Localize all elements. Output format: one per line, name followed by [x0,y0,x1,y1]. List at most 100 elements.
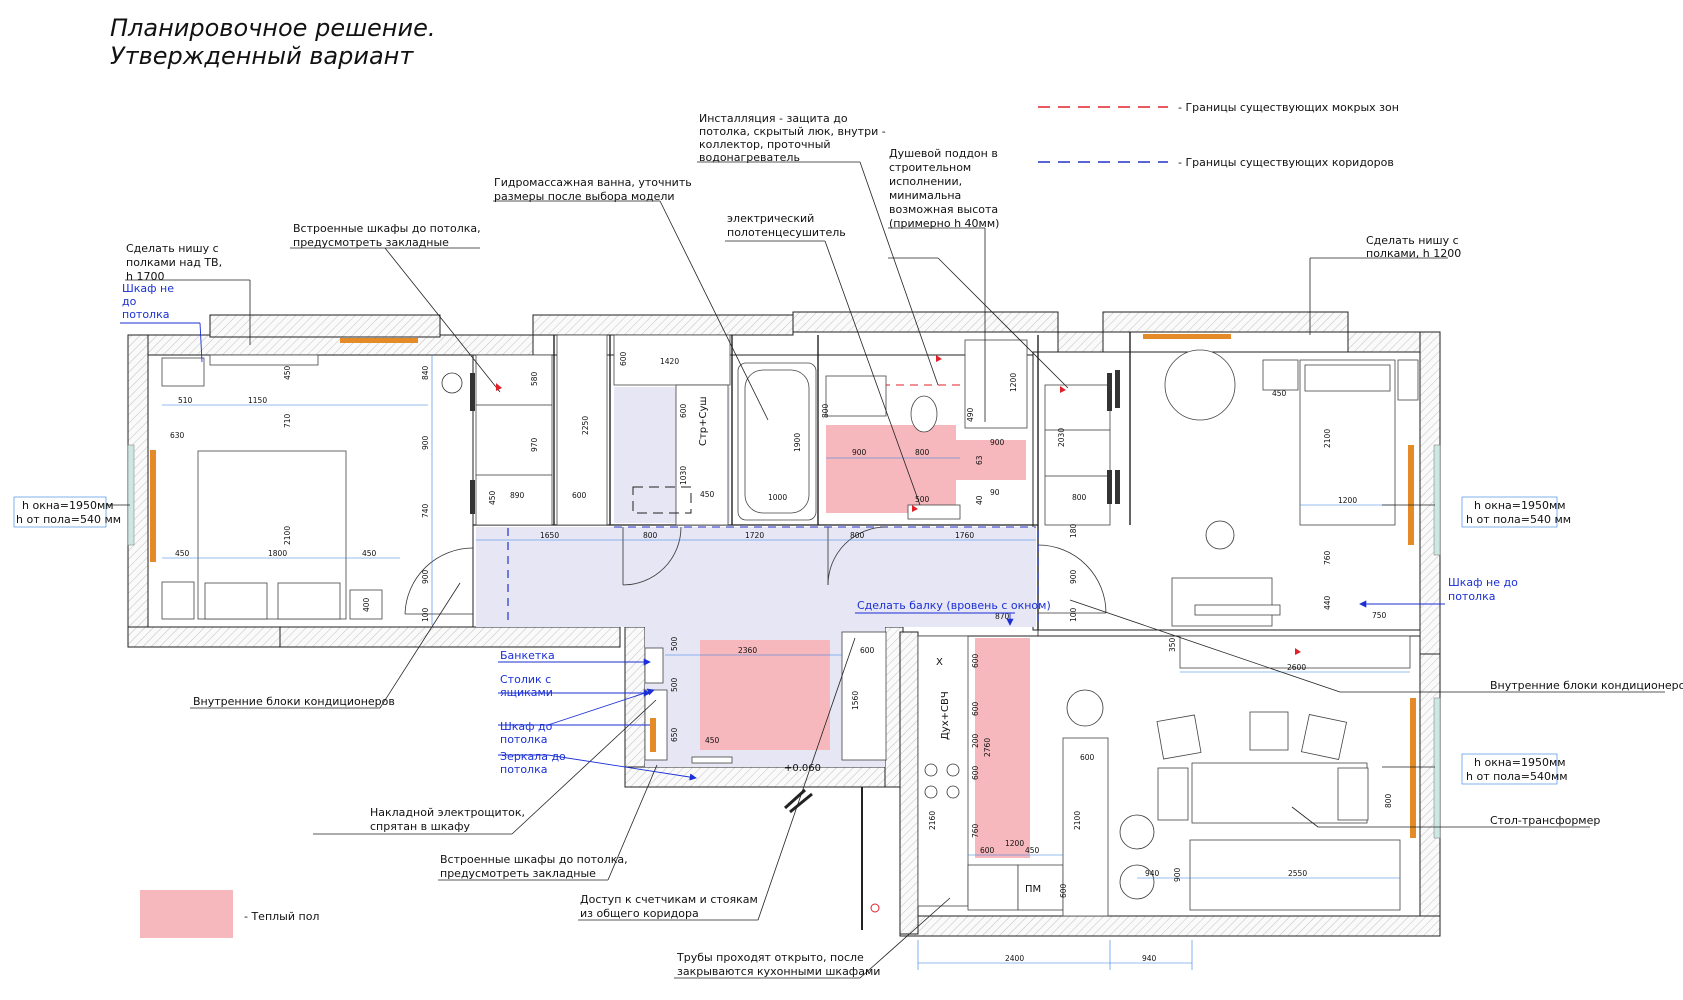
ann-wardrobe-left-3: потолка [122,308,169,321]
dim: 1560 [851,691,860,710]
ann-window-left-2: h от пола=540 мм [16,513,121,526]
dim: 800 [915,448,930,457]
bedroom-right [1115,334,1441,627]
ann-jacuzzi-2: размеры после выбора модели [494,190,675,203]
dim: 450 [1025,846,1040,855]
dim: 760 [1323,550,1332,565]
blue-leaders [120,322,1445,781]
dim: 800 [1072,493,1087,502]
ann-table-drawers-2: ящиками [500,686,553,699]
dim: 890 [510,491,525,500]
dim: 450 [283,365,292,380]
dim: 490 [966,407,975,422]
dim: 500 [915,495,930,504]
dim: 1650 [540,531,559,540]
svg-text:X: X [936,657,943,668]
dim: 600 [980,846,995,855]
ann-niche-tv-3: h 1700 [126,270,164,283]
dim: 940 [1145,869,1160,878]
dim: 800 [643,531,658,540]
ann-wardrobe-left-1: Шкаф не [122,282,174,295]
dim: 600 [971,701,980,716]
ann-installation-3: коллектор, проточный [699,138,831,151]
legend-wet-label: - Границы существующих мокрых зон [1178,101,1399,114]
ann-towel-2: полотенцесушитель [727,226,846,239]
ann-ac-right: Внутренние блоки кондиционеров [1490,679,1683,692]
dim: 510 [178,396,193,405]
dim: 100 [1069,607,1078,622]
legend-corridor-label: - Границы существующих коридоров [1178,156,1394,169]
dim: 840 [421,365,430,380]
dim: 870 [995,612,1010,621]
dim: 900 [852,448,867,457]
ann-builtin-bottom-1: Встроенные шкафы до потолка, [440,853,628,866]
dim: 2760 [983,738,992,757]
bedroom-left [127,338,475,620]
ann-niche-tv-2: полками над ТВ, [126,256,222,269]
dim: 1200 [1009,373,1018,392]
dim: 600 [971,653,980,668]
ann-window-right-top-1: h окна=1950мм [1474,499,1566,512]
ann-wardrobe-left-2: до [122,295,137,308]
ann-mirror-1: Зеркала до [500,750,566,763]
round-chair [1164,349,1236,421]
dim: 63 [975,455,984,465]
ann-towel-1: электрический [727,212,814,225]
legend-warm-swatch [140,890,233,938]
dim: 600 [971,765,980,780]
dim: 450 [175,549,190,558]
ann-shower-2: строительном [889,161,971,174]
dim: 40 [975,495,984,505]
dim: 600 [1059,883,1068,898]
dim: 2100 [283,526,292,545]
ann-wardrobe-right-1: Шкаф не до [1448,576,1518,589]
dim: 2250 [581,416,590,435]
ann-meters-1: Доступ к счетчикам и стоякам [580,893,758,906]
dim: 970 [530,437,539,452]
dim: 600 [1080,753,1095,762]
title-line-2: Утвержденный вариант [110,42,414,70]
title-line-1: Планировочное решение. [110,14,436,42]
dim: 630 [170,431,185,440]
doors [404,526,1107,930]
dim: 1000 [768,493,787,502]
dim: 2600 [1287,663,1306,672]
dim: 1760 [955,531,974,540]
ann-shower-1: Душевой поддон в [889,147,998,160]
dim: 1200 [1338,496,1357,505]
ann-panel-2: спрятан в шкафу [370,820,471,833]
ann-wardrobe-right-2: потолка [1448,590,1495,603]
dim: 1030 [679,466,688,485]
dim: 900 [1069,569,1078,584]
dimensions: 510 1150 630 450 1800 450 840 900 740 71… [162,351,1410,970]
dim: 2030 [1057,428,1066,447]
ann-shower-6: (примерно h 40мм) [889,217,999,230]
kitchen-counter [917,635,969,907]
dim: 740 [421,503,430,518]
ann-banketka: Банкетка [500,649,555,662]
ann-shower-4: минимальна [889,189,961,202]
ann-pipes-1: Трубы проходят открыто, после [676,951,864,964]
dim: 500 [670,636,679,651]
ann-panel-1: Накладной электрощиток, [370,806,525,819]
ann-pipes-2: закрываются кухонными шкафами [677,965,880,978]
dim: 2100 [1073,811,1082,830]
dim: 1900 [793,433,802,452]
dim: 440 [1323,595,1332,610]
dim: 450 [700,490,715,499]
dim: 580 [530,371,539,386]
dim: 2400 [1005,954,1024,963]
dim: 940 [1142,954,1157,963]
leaders [40,161,1665,979]
shower-tray [964,339,1028,429]
ann-builtin-top-2: предусмотреть закладные [293,236,449,249]
dim: 400 [362,597,371,612]
dim: 350 [1168,637,1177,652]
dim: 600 [679,403,688,418]
ann-wardrobe-ceiling-1: Шкаф до [500,720,553,733]
ann-jacuzzi-1: Гидромассажная ванна, уточнить [494,176,692,189]
legend-warm-label: - Теплый пол [244,910,319,923]
dim: 800 [821,403,830,418]
dim: 2360 [738,646,757,655]
